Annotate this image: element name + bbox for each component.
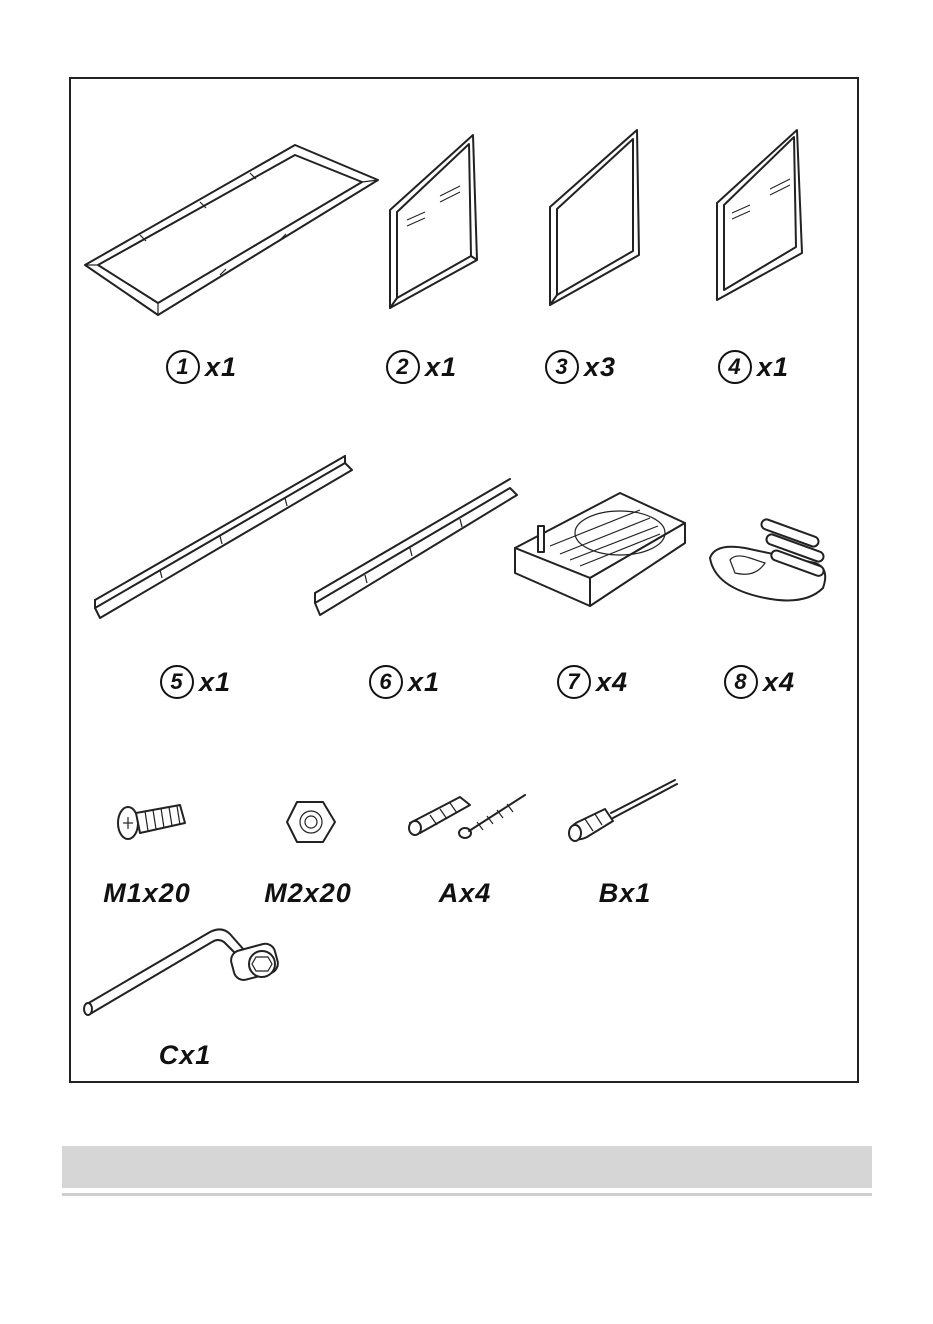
part-7-quantity: x4 [596, 667, 628, 698]
part-6-quantity: x1 [408, 667, 440, 698]
part-6-label: 6 x1 [369, 662, 440, 702]
nut-m2-illustration [285, 797, 340, 847]
part-3-quantity: x3 [584, 352, 616, 383]
part-8-holder-illustration [705, 518, 835, 608]
part-7-tray-illustration [510, 488, 690, 613]
part-8-label: 8 x4 [724, 662, 795, 702]
part-4-number: 4 [718, 350, 752, 384]
part-6-number: 6 [369, 665, 403, 699]
part-8-number: 8 [724, 665, 758, 699]
part-7-number: 7 [557, 665, 591, 699]
part-3-number: 3 [545, 350, 579, 384]
part-6-short-rail-illustration [310, 483, 520, 623]
section-divider-line [62, 1193, 872, 1196]
hardware-b-label: Bx1 [580, 878, 670, 909]
part-5-quantity: x1 [199, 667, 231, 698]
anchor-and-screw-a-illustration [405, 785, 530, 845]
part-3-label: 3 x3 [545, 347, 616, 387]
part-5-label: 5 x1 [160, 662, 231, 702]
part-3-divider-frame-illustration [545, 125, 645, 310]
socket-wrench-c-illustration [82, 922, 287, 1017]
hardware-a-label: Ax4 [420, 878, 510, 909]
part-4-quantity: x1 [757, 352, 789, 383]
part-4-side-panel-illustration [712, 125, 812, 305]
part-1-quantity: x1 [205, 352, 237, 383]
hardware-c-label: Cx1 [140, 1040, 230, 1071]
part-2-label: 2 x1 [386, 347, 457, 387]
part-2-number: 2 [386, 350, 420, 384]
section-header-bar [62, 1146, 872, 1188]
part-1-shelf-frame-illustration [80, 135, 380, 320]
screwdriver-b-illustration [565, 775, 685, 850]
part-2-quantity: x1 [425, 352, 457, 383]
part-5-number: 5 [160, 665, 194, 699]
part-1-number: 1 [166, 350, 200, 384]
hardware-m2x20-label: M2x20 [253, 878, 363, 909]
part-2-side-panel-illustration [385, 130, 485, 315]
part-8-quantity: x4 [763, 667, 795, 698]
hardware-m1x20-label: M1x20 [92, 878, 202, 909]
screw-m1-illustration [110, 795, 190, 845]
part-1-label: 1 x1 [166, 347, 237, 387]
part-4-label: 4 x1 [718, 347, 789, 387]
part-7-label: 7 x4 [557, 662, 628, 702]
